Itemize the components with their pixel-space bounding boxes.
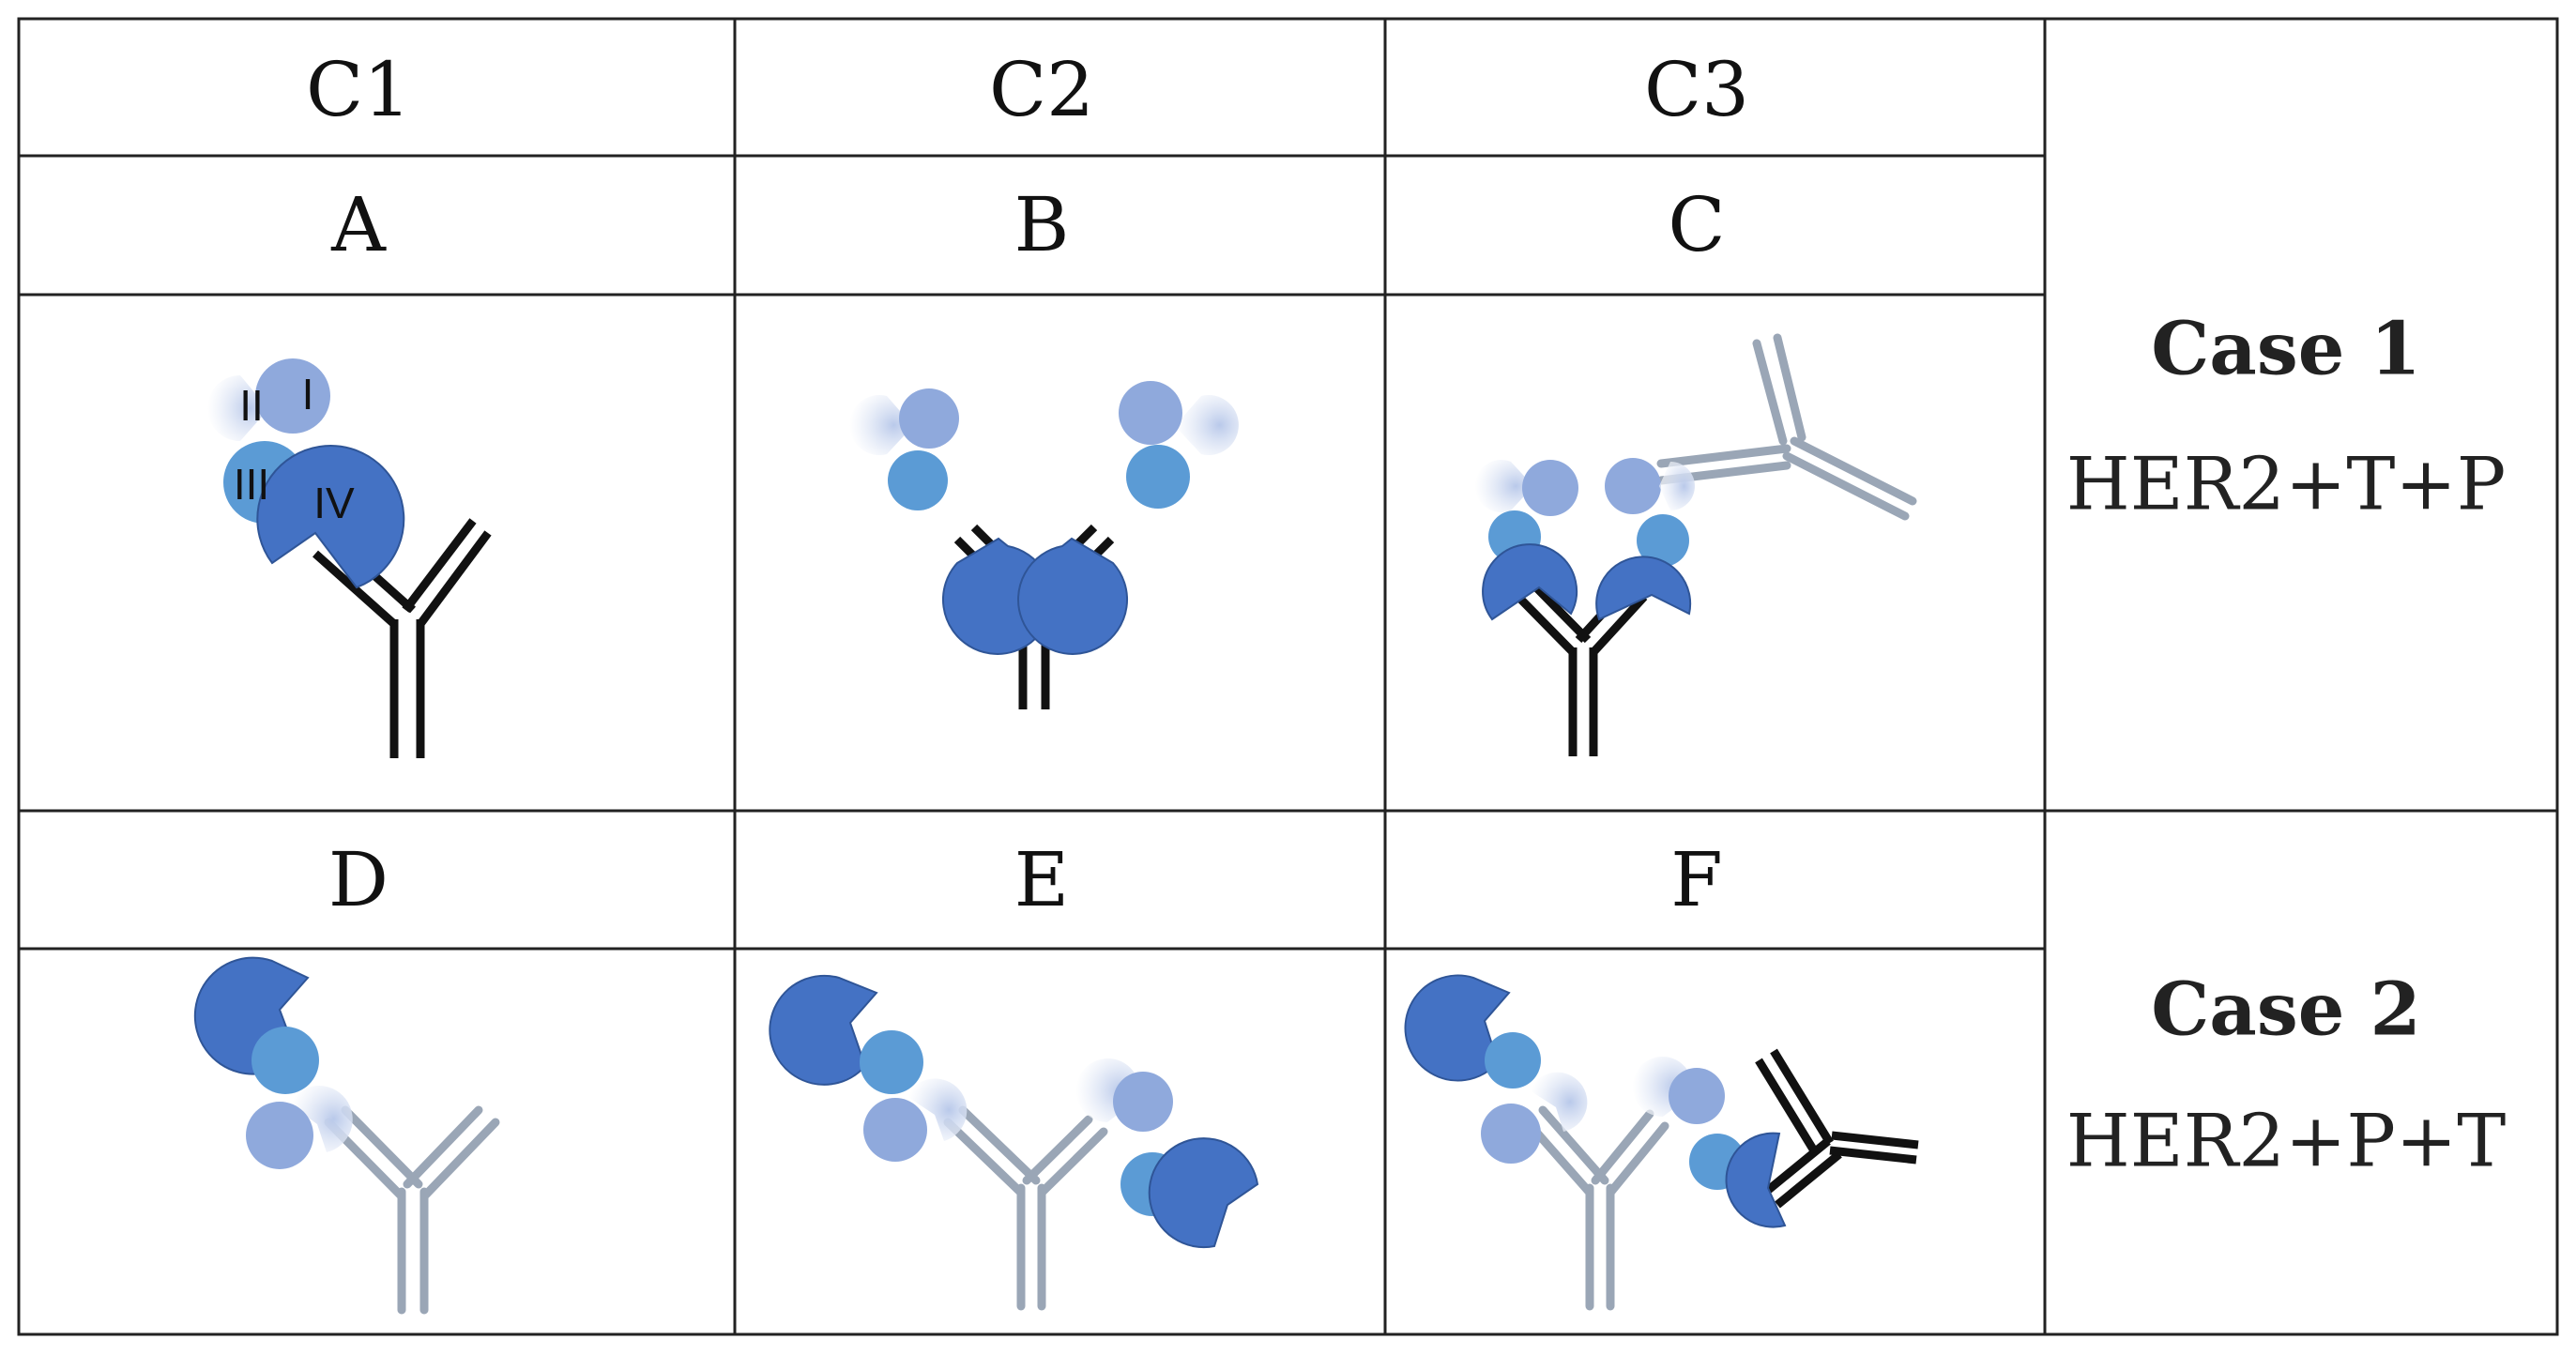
- domain-label-i: I: [302, 370, 314, 419]
- antibody-d: [324, 1105, 500, 1315]
- panel-label-d: D: [328, 836, 389, 923]
- her2-receptor-e-left: [769, 974, 968, 1162]
- her2-receptor-f-right: [1632, 1057, 1787, 1228]
- antibody-c-faded: [1656, 333, 1917, 521]
- panel-d-illustration: [193, 956, 500, 1315]
- antibody-f-bound: [1755, 1048, 1919, 1209]
- case-2-title: Case 2: [2151, 967, 2421, 1053]
- her2-receptor-b-left: [849, 388, 1053, 655]
- panel-label-f: F: [1670, 836, 1723, 923]
- antibody-f-faded: [1523, 1105, 1669, 1311]
- column-header-c3: C3: [1644, 46, 1749, 133]
- panel-c-illustration: [1474, 333, 1917, 756]
- panel-label-c: C: [1668, 181, 1725, 268]
- her2-receptor-f-left: [1404, 974, 1588, 1164]
- case-1-title: Case 1: [2151, 307, 2421, 392]
- her2-receptor-e-right: [1075, 1058, 1259, 1249]
- domain-label-iii: III: [234, 460, 269, 509]
- antibody-a: [312, 518, 492, 758]
- panel-label-e: E: [1014, 836, 1069, 923]
- column-header-c2: C2: [989, 46, 1094, 133]
- panel-label-b: B: [1014, 181, 1070, 268]
- case-2-subtitle: HER2+P+T: [2066, 1100, 2507, 1184]
- panel-f-illustration: [1404, 974, 1919, 1311]
- her2-receptor-b-right: [1017, 381, 1239, 655]
- her2-receptor-c-right: [1595, 458, 1695, 621]
- panel-label-a: A: [330, 181, 387, 268]
- her2-receptor-a: [207, 358, 405, 589]
- domain-label-iv: IV: [313, 479, 355, 527]
- panel-b-illustration: [849, 381, 1239, 709]
- column-header-c1: C1: [306, 46, 411, 133]
- antibody-c-bound: [1515, 581, 1648, 756]
- domain-label-ii: II: [239, 381, 264, 430]
- panel-a-illustration: I II III IV: [207, 358, 492, 758]
- panel-e-illustration: [769, 974, 1259, 1311]
- her2-receptor-c-left: [1474, 460, 1578, 621]
- table-grid: [17, 17, 2559, 1336]
- her2-receptor-d: [193, 956, 353, 1169]
- antibody-e: [943, 1105, 1108, 1311]
- case-1-subtitle: HER2+T+P: [2066, 443, 2507, 527]
